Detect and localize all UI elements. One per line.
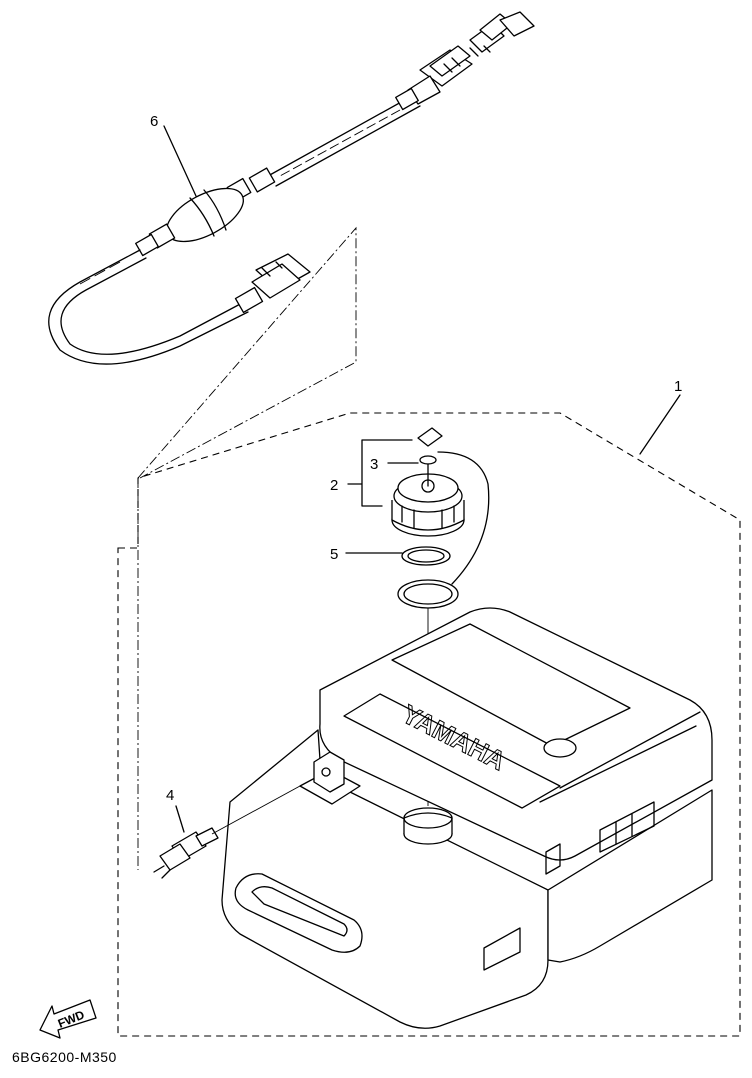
callout-3: 3: [370, 456, 378, 473]
callout-2: 2: [330, 477, 338, 494]
callout-6: 6: [150, 113, 158, 130]
fuel-cap: [391, 451, 490, 585]
fwd-arrow-icon: FWD: [39, 999, 97, 1039]
vent-screw: [417, 427, 443, 487]
callout-1: 1: [674, 378, 682, 395]
document-id: 6BG6200-M350: [12, 1049, 117, 1065]
fuel-gauge: [543, 738, 577, 758]
fuel-hose-assembly: [48, 11, 535, 365]
hose-coupler-top: [407, 45, 473, 105]
tank-fitting: [153, 785, 301, 879]
engine-connector: [469, 11, 535, 57]
assembly-1-boundary: [117, 412, 741, 1037]
fuel-tank: YAMAHA: [221, 607, 713, 1029]
hose-group-boundary: [137, 226, 357, 870]
callout-4: 4: [166, 787, 174, 804]
callout-5: 5: [330, 546, 338, 563]
hose-coupler-tank: [234, 253, 311, 314]
